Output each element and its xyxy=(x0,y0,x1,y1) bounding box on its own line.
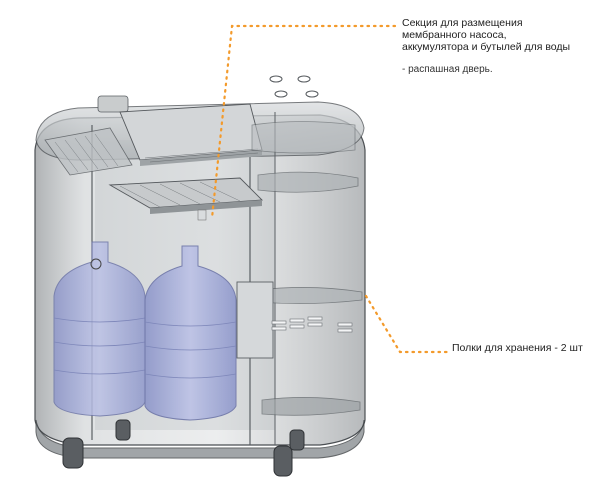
caster-wheel-icon xyxy=(62,419,305,477)
leader-line-pump-section xyxy=(210,24,397,220)
leader-line-shelves xyxy=(364,294,450,354)
right-compartment xyxy=(236,75,363,416)
filter-tray xyxy=(108,177,264,221)
door-note: - распашная дверь. xyxy=(402,64,493,75)
pump-section-line-3: аккумулятора и бутылей для воды xyxy=(402,41,571,53)
accumulator-panel xyxy=(236,281,274,359)
shelves-callout: Полки для хранения - 2 шт xyxy=(452,342,583,354)
pump-section-line-1: Секция для размещения xyxy=(402,17,523,29)
storage-shelf-lower xyxy=(257,287,363,304)
pump-module xyxy=(44,95,263,176)
water-bottle-icon xyxy=(53,241,146,417)
pump-section-line-2: мембранного насоса, xyxy=(402,29,507,41)
storage-shelf-upper xyxy=(257,171,359,193)
pump-section-callout: Секция для размещения мембранного насоса… xyxy=(402,17,582,53)
water-bottle-icon xyxy=(144,245,237,421)
